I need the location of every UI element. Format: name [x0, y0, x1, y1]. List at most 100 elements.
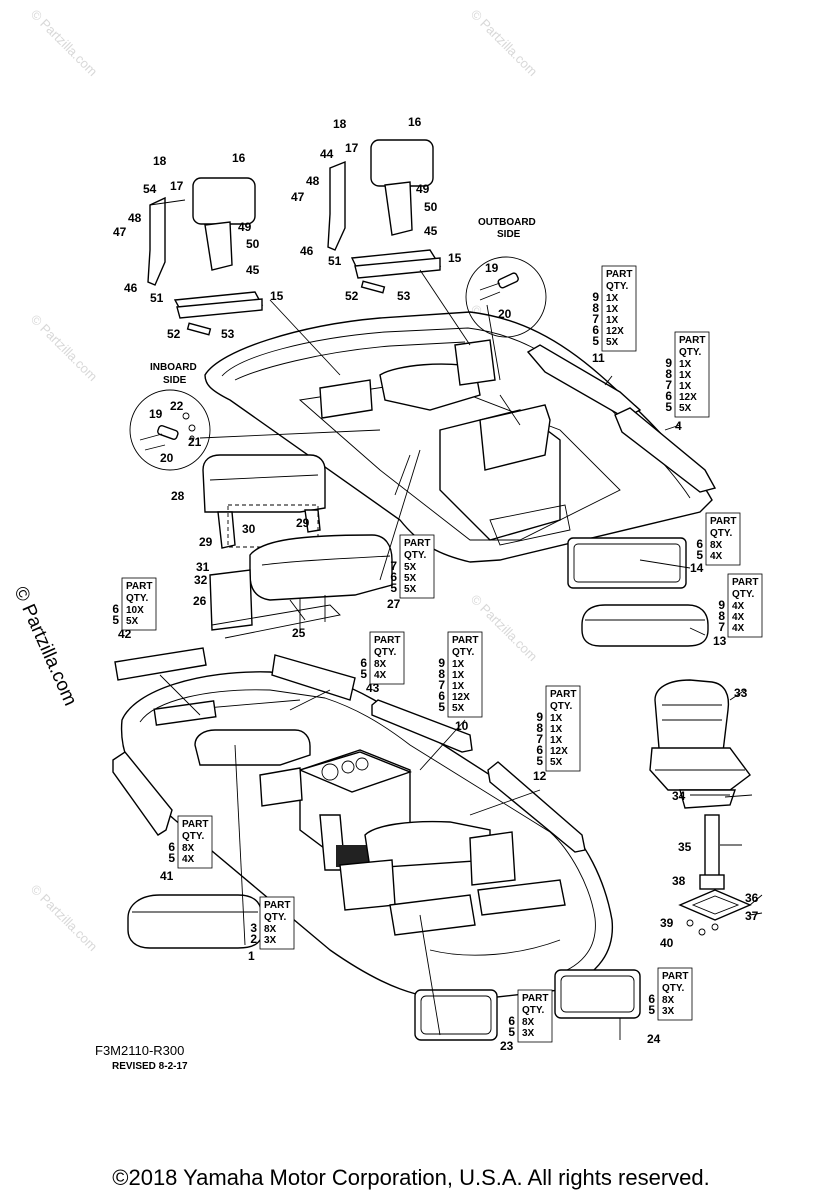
callout: 40 — [660, 936, 674, 950]
callout: 37 — [745, 909, 759, 923]
callout: 49 — [238, 220, 252, 234]
qty-table-part: 5 — [665, 400, 672, 414]
callout: 15 — [270, 289, 284, 303]
qty-table-part: 8 — [665, 367, 672, 381]
callout: 15 — [448, 251, 462, 265]
qty-table-part: 8 — [592, 301, 599, 315]
side-watermark: © Partzilla.com — [9, 583, 80, 709]
callout: 50 — [424, 200, 438, 214]
qty-table-header: QTY. — [452, 647, 474, 658]
qty-table-part: 8 — [438, 667, 445, 681]
qty-table-part: 3 — [250, 921, 257, 935]
qty-table-part: 8 — [718, 609, 725, 623]
callout: 16 — [232, 151, 246, 165]
inboard-label-2: SIDE — [163, 375, 187, 386]
watermark: © Partzilla.com — [28, 882, 101, 955]
callout: 34 — [672, 789, 686, 803]
qty-table-header: QTY. — [404, 550, 426, 561]
copyright-text: ©2018 Yamaha Motor Corporation, U.S.A. A… — [112, 1165, 709, 1190]
qty-table-frame — [259, 896, 295, 950]
qty-table-qty: 4X — [710, 551, 723, 562]
qty-table-qty: 1X — [452, 659, 465, 670]
qty-table-header: PART — [404, 538, 430, 549]
qty-table-part: 7 — [592, 312, 599, 326]
backrest-left — [147, 177, 264, 336]
qty-table-qty: 5X — [606, 337, 619, 348]
qty-table-header: PART — [264, 900, 290, 911]
callout: 14 — [690, 561, 704, 575]
qty-table-part: 7 — [718, 620, 725, 634]
qty-table-header: PART — [452, 635, 478, 646]
qty-table-header: PART — [550, 689, 576, 700]
qty-table-qty: 8X — [374, 659, 387, 670]
pad-23 — [414, 989, 498, 1041]
callout: 13 — [713, 634, 727, 648]
pad-24 — [554, 969, 641, 1019]
qty-table-qty: 12X — [606, 326, 624, 337]
qty-table-header: QTY. — [182, 831, 204, 842]
qty-table-qty: 1X — [452, 681, 465, 692]
qty-table-part: 6 — [112, 602, 119, 616]
qty-table-part: 5 — [360, 667, 367, 681]
qty-table-frame — [369, 631, 405, 685]
qty-table-qty: 12X — [679, 392, 697, 403]
callout: 29 — [199, 535, 213, 549]
callout: 51 — [150, 291, 164, 305]
qty-table-qty: 1X — [550, 735, 563, 746]
qty-table-header: QTY. — [522, 1005, 544, 1016]
qty-table-qty: 3X — [264, 935, 277, 946]
callout: 16 — [408, 115, 422, 129]
qty-table-part: 6 — [536, 743, 543, 757]
watermark: © Partzilla.com — [468, 7, 541, 80]
callout: 50 — [246, 237, 260, 251]
callout: 52 — [167, 327, 181, 341]
callout: 47 — [291, 190, 305, 204]
qty-table-header: QTY. — [732, 589, 754, 600]
qty-table-qty: 4X — [732, 612, 745, 623]
qty-table-part: 7 — [390, 559, 397, 573]
pad-10 — [371, 699, 473, 753]
pad-4 — [614, 407, 717, 493]
qty-table-qty: 4X — [374, 670, 387, 681]
callout: 29 — [296, 516, 310, 530]
callout: 22 — [170, 399, 184, 413]
pad-14 — [567, 537, 687, 589]
callout: 32 — [194, 573, 208, 587]
qty-table-header: QTY. — [126, 593, 148, 604]
qty-table-qty: 8X — [662, 995, 675, 1006]
qty-table-part: 6 — [648, 992, 655, 1006]
pad-41 — [112, 751, 173, 836]
callout: 24 — [647, 1032, 661, 1046]
pad-11 — [526, 344, 642, 419]
qty-table-qty: 8X — [182, 843, 195, 854]
qty-table-frame — [177, 815, 213, 869]
qty-table-part: 6 — [168, 840, 175, 854]
callout: 27 — [387, 597, 401, 611]
callout: 35 — [678, 840, 692, 854]
qty-table-header: QTY. — [374, 647, 396, 658]
callout: 42 — [118, 627, 132, 641]
callout: 26 — [193, 594, 207, 608]
outboard-detail: OUTBOARD SIDE — [465, 217, 547, 338]
qty-table-part: 5 — [696, 548, 703, 562]
qty-table-qty: 5X — [679, 403, 692, 414]
top-pads — [526, 344, 717, 647]
qty-table-qty: 8X — [522, 1017, 535, 1028]
qty-table-header: PART — [182, 819, 208, 830]
qty-table-qty: 3X — [522, 1028, 535, 1039]
qty-table-qty: 4X — [732, 601, 745, 612]
qty-table-qty: 10X — [126, 605, 144, 616]
qty-table-part: 5 — [112, 613, 119, 627]
callout: 31 — [196, 560, 210, 574]
qty-table-frame — [705, 512, 741, 566]
qty-table-part: 6 — [508, 1014, 515, 1028]
callout: 17 — [170, 179, 184, 193]
qty-table-qty: 1X — [606, 293, 619, 304]
callout: 36 — [745, 891, 759, 905]
pad-1 — [127, 894, 263, 949]
